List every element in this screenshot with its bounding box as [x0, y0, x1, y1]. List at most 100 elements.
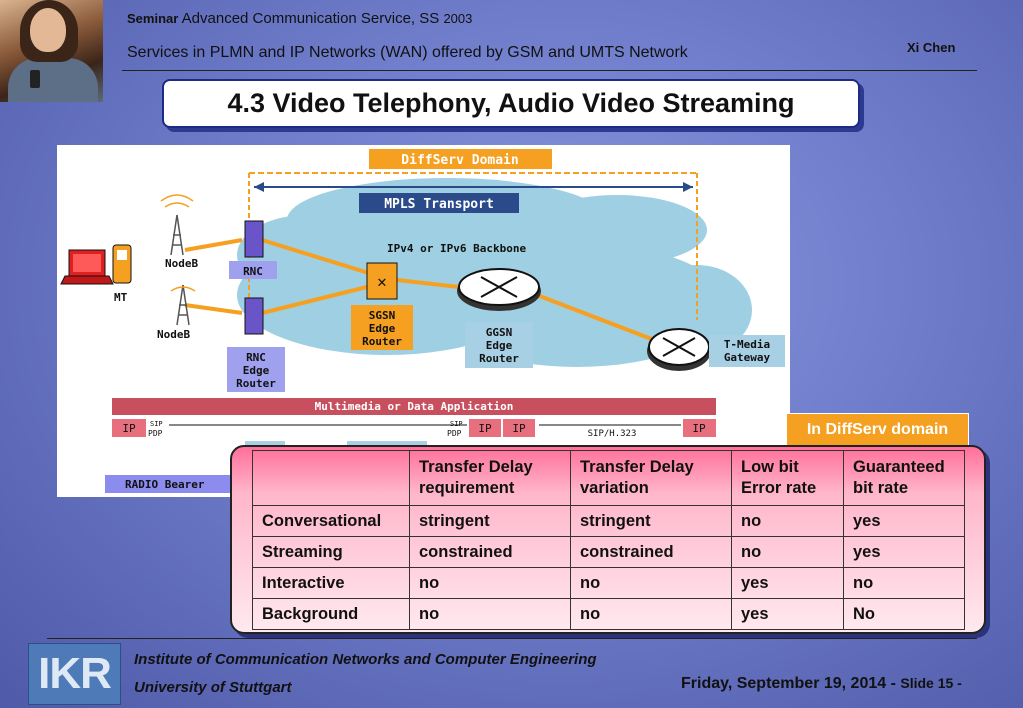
slide-title: 4.3 Video Telephony, Audio Video Streami… — [162, 79, 860, 128]
table-cell: yes — [731, 567, 844, 599]
pdp-label-2: PDP — [447, 429, 462, 438]
ip-label-4: IP — [692, 422, 706, 435]
rnc-edge-router-icon — [244, 297, 264, 335]
ggsn-label-1: GGSN — [486, 326, 513, 339]
table-row: Streaming constrained constrained no yes — [252, 536, 965, 568]
sip-label-1: SIP — [150, 420, 163, 428]
ip-label-1: IP — [122, 422, 136, 435]
nodeb-tower-icon-bottom — [170, 284, 196, 326]
rnc-edge-router-label-3: Router — [236, 377, 276, 390]
course-name: Advanced Communication Service, SS — [181, 10, 440, 27]
course-year: 2003 — [443, 11, 473, 26]
qos-class-table: Transfer Delay requirement Transfer Dela… — [252, 450, 965, 630]
mpls-label-box — [359, 193, 519, 213]
nodeb-label-top: NodeB — [165, 257, 198, 270]
ip-label-2: IP — [478, 422, 492, 435]
ip-box-4 — [683, 419, 716, 437]
rnc-label-box — [229, 261, 277, 279]
svg-text:✕: ✕ — [377, 272, 387, 291]
tmedia-label-1: T-Media — [724, 338, 770, 351]
institute-name: Institute of Communication Networks and … — [134, 651, 597, 668]
seminar-label: Seminar — [127, 11, 179, 26]
ggsn-label-3: Router — [479, 352, 519, 365]
seminar-header: Seminar Advanced Communication Service, … — [127, 10, 472, 27]
table-cell: no — [570, 567, 732, 599]
rnc-label: RNC — [243, 265, 263, 278]
table-cell: constrained — [409, 536, 571, 568]
diffserv-domain-label: DiffServ Domain — [401, 153, 518, 168]
rnc-edge-router-label-2: Edge — [243, 364, 270, 377]
sgsn-label-1: SGSN — [369, 309, 396, 322]
table-cell: no — [570, 598, 732, 630]
table-header-cell: Low bit Error rate — [731, 450, 844, 506]
table-header-cell: Transfer Delay requirement — [409, 450, 571, 506]
qos-table-panel: Transfer Delay requirement Transfer Dela… — [230, 445, 986, 634]
in-diffserv-domain-badge: In DiffServ domain — [786, 413, 969, 447]
pdp-label-1: PDP — [148, 429, 163, 438]
footer-divider — [47, 638, 977, 639]
backbone-label: IPv4 or IPv6 Backbone — [387, 242, 526, 255]
table-cell: no — [409, 598, 571, 630]
footer-date: Friday, September 19, 2014 - Slide 15 - — [681, 675, 962, 693]
table-cell: constrained — [570, 536, 732, 568]
presenter-photo — [0, 0, 103, 102]
tmedia-label-box — [709, 335, 785, 367]
ip-box-2 — [469, 419, 501, 437]
table-header-cell: Transfer Delay variation — [570, 450, 732, 506]
multimedia-app-label: Multimedia or Data Application — [315, 400, 514, 413]
table-cell: yes — [843, 536, 965, 568]
sgsn-label-3: Router — [362, 335, 402, 348]
ikr-logo: IKR — [28, 643, 121, 705]
table-header-cell — [252, 450, 410, 506]
diffserv-domain-label-box — [369, 149, 552, 169]
table-cell: Streaming — [252, 536, 410, 568]
tmedia-gateway-icon — [647, 328, 711, 371]
ip-box-3 — [503, 419, 535, 437]
ip-label-3: IP — [512, 422, 526, 435]
ggsn-router-icon — [457, 268, 541, 311]
sgsn-label-box — [351, 305, 413, 350]
rnc-edge-router-label-box — [227, 347, 285, 392]
table-cell: yes — [731, 598, 844, 630]
mt-label: MT — [114, 291, 128, 304]
table-cell: No — [843, 598, 965, 630]
sgsn-edge-router-icon — [366, 262, 398, 300]
mobile-terminal-icon — [60, 244, 132, 285]
table-cell: no — [843, 567, 965, 599]
table-cell: stringent — [409, 505, 571, 537]
tmedia-label-2: Gateway — [724, 351, 771, 364]
table-cell: no — [409, 567, 571, 599]
sgsn-label-2: Edge — [369, 322, 396, 335]
table-cell: stringent — [570, 505, 732, 537]
rnc-device-icon — [244, 220, 264, 258]
nodeb-tower-icon-top — [160, 194, 194, 256]
slide-subtitle: Services in PLMN and IP Networks (WAN) o… — [127, 44, 688, 61]
table-header-row: Transfer Delay requirement Transfer Dela… — [252, 450, 965, 506]
nodeb-label-bottom: NodeB — [157, 328, 190, 341]
mpls-label: MPLS Transport — [384, 197, 494, 212]
sip-label-2: SIP — [450, 420, 463, 428]
table-cell: no — [731, 536, 844, 568]
table-cell: Conversational — [252, 505, 410, 537]
table-row: Conversational stringent stringent no ye… — [252, 505, 965, 537]
ggsn-label-box — [465, 322, 533, 368]
university-name: University of Stuttgart — [134, 679, 292, 696]
sip-h323-label: SIP/H.323 — [588, 429, 637, 439]
ip-box-1 — [112, 419, 146, 437]
ggsn-label-2: Edge — [486, 339, 513, 352]
table-cell: no — [731, 505, 844, 537]
table-cell: Interactive — [252, 567, 410, 599]
rnc-edge-router-label-1: RNC — [246, 351, 266, 364]
table-row: Background no no yes No — [252, 598, 965, 630]
table-header-cell: Guaranteed bit rate — [843, 450, 965, 506]
table-row: Interactive no no yes no — [252, 567, 965, 599]
date-text: Friday, September 19, 2014 - — [681, 675, 896, 692]
slide-number: Slide 15 - — [900, 675, 962, 691]
author-name: Xi Chen — [907, 40, 956, 55]
table-cell: yes — [843, 505, 965, 537]
radio-bearer-box — [105, 475, 230, 493]
table-cell: Background — [252, 598, 410, 630]
multimedia-app-bar — [112, 398, 716, 415]
header-divider — [122, 70, 977, 71]
radio-bearer-label: RADIO Bearer — [125, 478, 205, 491]
